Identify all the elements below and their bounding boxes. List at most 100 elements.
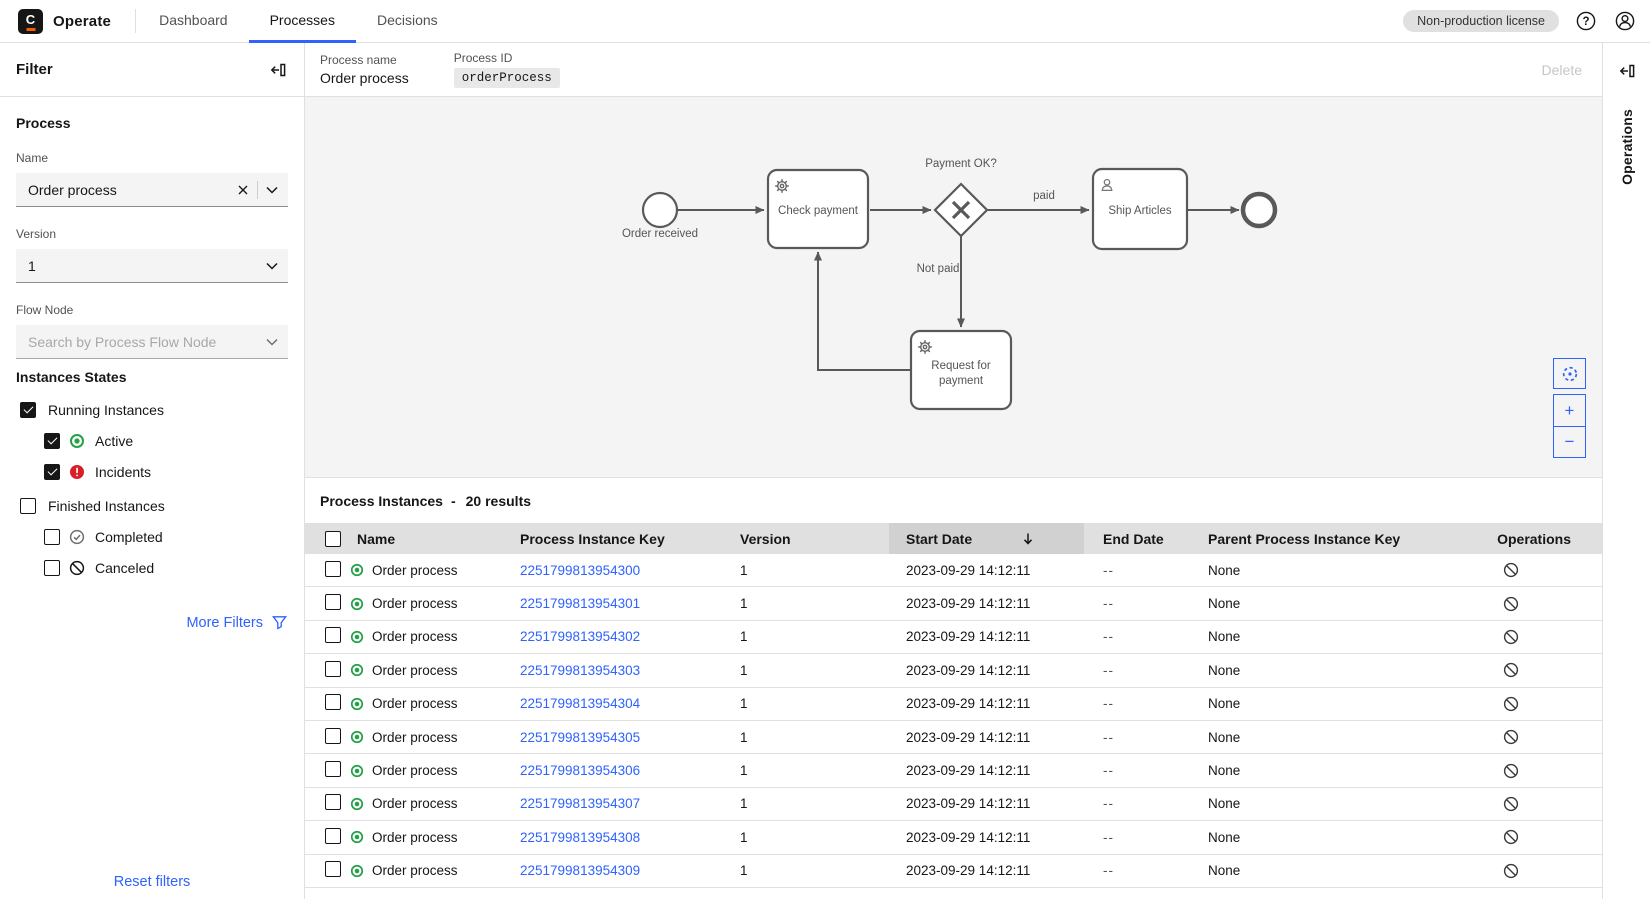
instance-key-link[interactable]: 2251799813954307: [520, 796, 640, 811]
table-row[interactable]: Order process 2251799813954304 1 2023-09…: [305, 688, 1602, 721]
collapse-filter-panel-button[interactable]: [266, 58, 290, 82]
state-label: Canceled: [95, 560, 154, 576]
task-request-for-payment[interactable]: Request for payment: [911, 331, 1011, 409]
flow-node-input[interactable]: [28, 334, 266, 350]
task-check-payment[interactable]: Check payment: [768, 170, 868, 248]
instance-key-link[interactable]: 2251799813954305: [520, 730, 640, 745]
process-name-combobox[interactable]: [16, 173, 288, 207]
incidents-checkbox[interactable]: [44, 464, 60, 480]
instance-name: Order process: [372, 730, 458, 745]
user-menu-button[interactable]: [1613, 9, 1637, 33]
instance-key-link[interactable]: 2251799813954309: [520, 863, 640, 878]
cancel-operation-icon[interactable]: [1503, 696, 1519, 712]
version-dropdown[interactable]: 1: [16, 249, 288, 283]
cancel-operation-icon[interactable]: [1503, 629, 1519, 645]
select-all-checkbox[interactable]: [325, 531, 341, 547]
completed-checkbox[interactable]: [44, 529, 60, 545]
chevron-down-icon[interactable]: [266, 186, 278, 194]
cancel-operation-icon[interactable]: [1503, 863, 1519, 879]
row-checkbox[interactable]: [325, 861, 341, 877]
column-header-end-date[interactable]: End Date: [1084, 523, 1190, 554]
table-row[interactable]: Order process 2251799813954300 1 2023-09…: [305, 554, 1602, 587]
help-button[interactable]: ?: [1574, 9, 1598, 33]
instance-key-link[interactable]: 2251799813954308: [520, 830, 640, 845]
table-row[interactable]: Order process 2251799813954309 1 2023-09…: [305, 855, 1602, 888]
finished-instances-checkbox[interactable]: [20, 498, 36, 514]
instance-key-link[interactable]: 2251799813954302: [520, 629, 640, 644]
state-filter-running-instances[interactable]: Running Instances: [0, 395, 304, 424]
instance-name: Order process: [372, 663, 458, 678]
task-ship-articles[interactable]: Ship Articles: [1093, 169, 1187, 249]
row-checkbox[interactable]: [325, 627, 341, 643]
zoom-in-button[interactable]: +: [1553, 394, 1586, 426]
canceled-checkbox[interactable]: [44, 560, 60, 576]
state-filter-active[interactable]: Active: [0, 426, 304, 455]
table-row[interactable]: Order process 2251799813954308 1 2023-09…: [305, 821, 1602, 854]
row-checkbox[interactable]: [325, 561, 341, 577]
cancel-operation-icon[interactable]: [1503, 596, 1519, 612]
tab-processes[interactable]: Processes: [249, 0, 356, 43]
row-checkbox[interactable]: [325, 761, 341, 777]
process-name-input[interactable]: [28, 182, 237, 198]
chevron-down-icon[interactable]: [266, 262, 278, 270]
active-checkbox[interactable]: [44, 433, 60, 449]
cancel-operation-icon[interactable]: [1503, 562, 1519, 578]
reset-diagram-view-button[interactable]: [1553, 358, 1586, 389]
instance-start-date: 2023-09-29 14:12:11: [889, 830, 1084, 845]
column-header-name[interactable]: Name: [345, 523, 520, 554]
column-header-start-date[interactable]: Start Date: [889, 523, 1084, 554]
table-row[interactable]: Order process 2251799813954305 1 2023-09…: [305, 721, 1602, 754]
start-event-order-received[interactable]: Order received: [622, 193, 698, 240]
process-header: Process name Order process Process ID or…: [305, 43, 1602, 97]
expand-operations-panel-button[interactable]: [1615, 59, 1639, 83]
clear-icon[interactable]: [237, 184, 249, 196]
chevron-down-icon[interactable]: [266, 338, 278, 346]
instance-key-link[interactable]: 2251799813954306: [520, 763, 640, 778]
cancel-operation-icon[interactable]: [1503, 796, 1519, 812]
gateway-payment-ok[interactable]: Payment OK?: [925, 158, 997, 236]
cancel-operation-icon[interactable]: [1503, 729, 1519, 745]
reset-view-icon: [1561, 365, 1579, 383]
row-checkbox[interactable]: [325, 728, 341, 744]
column-header-key[interactable]: Process Instance Key: [520, 523, 740, 554]
instance-key-link[interactable]: 2251799813954300: [520, 563, 640, 578]
bpmn-diagram[interactable]: Order received Check payment: [305, 97, 1602, 477]
tab-decisions[interactable]: Decisions: [356, 0, 459, 43]
instance-key-link[interactable]: 2251799813954301: [520, 596, 640, 611]
row-checkbox[interactable]: [325, 828, 341, 844]
zoom-out-button[interactable]: −: [1553, 426, 1586, 458]
column-header-version[interactable]: Version: [740, 523, 889, 554]
flow-node-dropdown[interactable]: [16, 325, 288, 359]
state-filter-incidents[interactable]: Incidents: [0, 457, 304, 486]
state-filter-canceled[interactable]: Canceled: [0, 553, 304, 582]
cancel-operation-icon[interactable]: [1503, 829, 1519, 845]
table-row[interactable]: Order process 2251799813954303 1 2023-09…: [305, 654, 1602, 687]
tab-dashboard[interactable]: Dashboard: [138, 0, 249, 43]
instance-key-link[interactable]: 2251799813954303: [520, 663, 640, 678]
cancel-operation-icon[interactable]: [1503, 662, 1519, 678]
table-row[interactable]: Order process 2251799813954307 1 2023-09…: [305, 788, 1602, 821]
instance-parent-key: None: [1190, 629, 1445, 644]
instance-end-date: --: [1084, 796, 1190, 811]
cancel-operation-icon[interactable]: [1503, 763, 1519, 779]
table-row[interactable]: Order process 2251799813954306 1 2023-09…: [305, 754, 1602, 787]
table-row[interactable]: Order process 2251799813954302 1 2023-09…: [305, 621, 1602, 654]
instance-start-date: 2023-09-29 14:12:11: [889, 863, 1084, 878]
instance-parent-key: None: [1190, 830, 1445, 845]
row-checkbox[interactable]: [325, 661, 341, 677]
state-filter-finished-instances[interactable]: Finished Instances: [0, 491, 304, 520]
instance-key-link[interactable]: 2251799813954304: [520, 696, 640, 711]
running-instances-checkbox[interactable]: [20, 402, 36, 418]
row-checkbox[interactable]: [325, 594, 341, 610]
table-row[interactable]: Order process 2251799813954301 1 2023-09…: [305, 587, 1602, 620]
end-event[interactable]: [1243, 194, 1275, 226]
reset-filters-button[interactable]: Reset filters: [0, 874, 304, 890]
state-filter-completed[interactable]: Completed: [0, 522, 304, 551]
row-checkbox[interactable]: [325, 694, 341, 710]
row-checkbox[interactable]: [325, 794, 341, 810]
canceled-state-icon: [69, 560, 85, 576]
delete-button[interactable]: Delete: [1536, 61, 1588, 79]
more-filters-button[interactable]: More Filters: [0, 614, 304, 631]
column-header-parent-key[interactable]: Parent Process Instance Key: [1190, 523, 1445, 554]
help-icon: ?: [1575, 10, 1597, 32]
